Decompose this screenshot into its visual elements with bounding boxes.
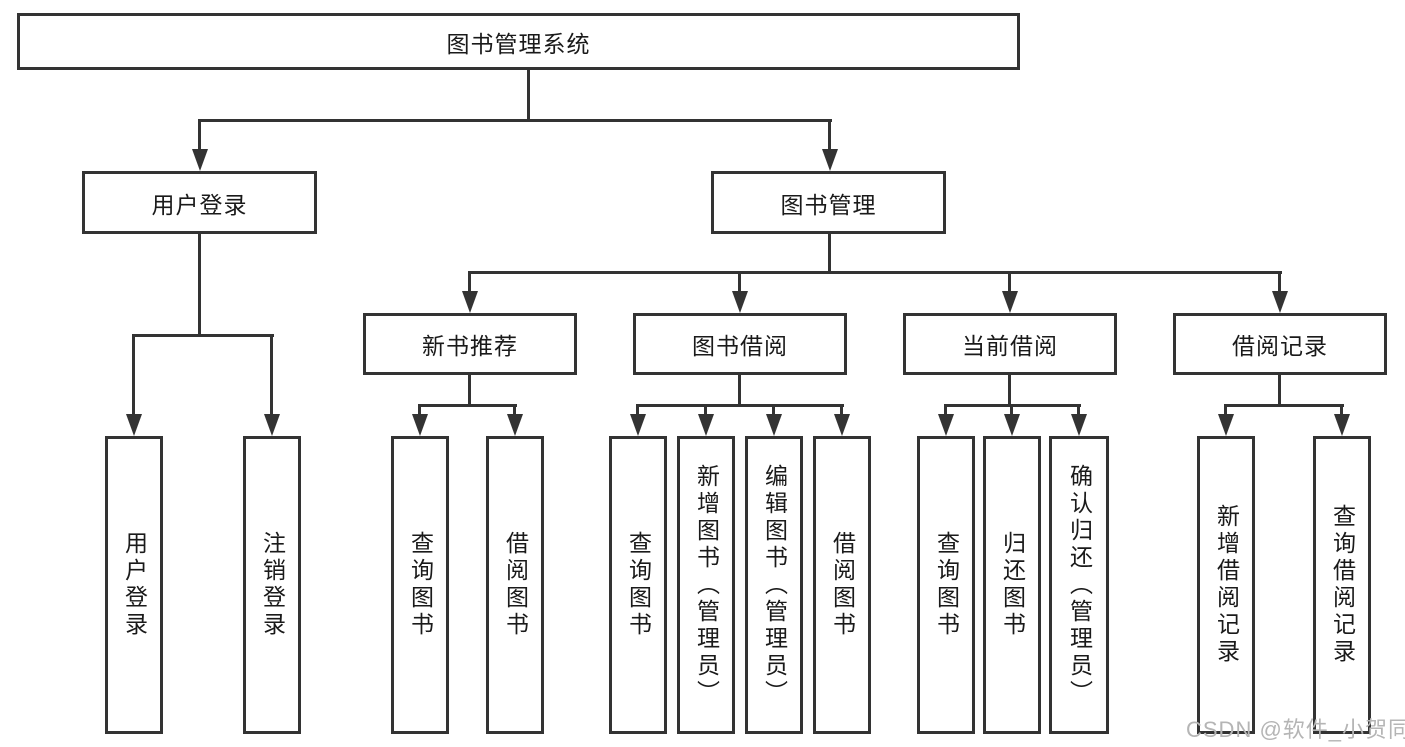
connector-line [944, 404, 947, 418]
leaf-query-book-borrow: 查询图书 [609, 436, 667, 734]
arrowhead-down-icon [1071, 414, 1087, 436]
connector-line [1224, 404, 1227, 418]
leaf-borrow-book: 借阅图书 [813, 436, 871, 734]
node-label: 用户登录 [151, 191, 248, 218]
connector-line [468, 271, 471, 293]
node-label: 注销登录 [259, 531, 286, 639]
arrowhead-down-icon [1334, 414, 1350, 436]
connector-line [1008, 271, 1011, 293]
node-label: 用户登录 [121, 531, 148, 639]
node-book-management: 图书管理 [711, 171, 946, 234]
connector-line [1008, 375, 1011, 407]
arrowhead-down-icon [1218, 414, 1234, 436]
arrowhead-down-icon [507, 414, 523, 436]
node-label: 新增借阅记录 [1213, 504, 1240, 666]
node-label: 图书管理系统 [446, 30, 591, 57]
connector-line [738, 271, 741, 293]
connector-line [132, 334, 135, 418]
node-label: 查询借阅记录 [1329, 504, 1356, 666]
arrowhead-down-icon [1002, 291, 1018, 313]
connector-line [828, 234, 831, 274]
arrowhead-down-icon [192, 149, 208, 171]
connector-line [738, 375, 741, 407]
connector-line [418, 404, 517, 407]
leaf-query-book-current: 查询图书 [917, 436, 975, 734]
connector-line [1010, 404, 1013, 418]
node-label: 图书管理 [780, 191, 877, 218]
node-label: 新增图书（管理员） [693, 463, 720, 707]
connector-line [198, 119, 832, 122]
node-label: 查询图书 [625, 531, 652, 639]
connector-line [1224, 404, 1344, 407]
leaf-return-book: 归还图书 [983, 436, 1041, 734]
arrowhead-down-icon [698, 414, 714, 436]
connector-line [1340, 404, 1343, 418]
connector-line [527, 67, 530, 122]
node-label: 新书推荐 [422, 333, 518, 359]
node-label: 编辑图书（管理员） [761, 463, 788, 707]
node-label: 借阅记录 [1232, 333, 1328, 359]
node-book-borrow: 图书借阅 [633, 313, 847, 375]
connector-line [704, 404, 707, 418]
connector-line [132, 334, 274, 337]
connector-line [270, 334, 273, 418]
arrowhead-down-icon [1272, 291, 1288, 313]
node-label: 查询图书 [933, 531, 960, 639]
connector-line [1278, 271, 1281, 293]
node-label: 借阅图书 [829, 531, 856, 639]
leaf-edit-book-admin: 编辑图书（管理员） [745, 436, 803, 734]
leaf-user-login: 用户登录 [105, 436, 163, 734]
node-label: 归还图书 [999, 531, 1026, 639]
leaf-add-book-admin: 新增图书（管理员） [677, 436, 735, 734]
node-label: 当前借阅 [962, 333, 1058, 359]
leaf-query-book-newbook: 查询图书 [391, 436, 449, 734]
leaf-query-borrow-record: 查询借阅记录 [1313, 436, 1371, 734]
node-current-borrow: 当前借阅 [903, 313, 1117, 375]
arrowhead-down-icon [630, 414, 646, 436]
leaf-borrow-book-newbook: 借阅图书 [486, 436, 544, 734]
arrowhead-down-icon [834, 414, 850, 436]
connector-line [1278, 375, 1281, 407]
node-new-book-recommend: 新书推荐 [363, 313, 577, 375]
connector-line [1077, 404, 1080, 418]
connector-line [418, 404, 421, 418]
node-root-system: 图书管理系统 [17, 13, 1020, 70]
leaf-confirm-return-admin: 确认归还（管理员） [1049, 436, 1109, 734]
node-label: 确认归还（管理员） [1066, 463, 1093, 707]
leaf-add-borrow-record: 新增借阅记录 [1197, 436, 1255, 734]
node-label: 借阅图书 [502, 531, 529, 639]
connector-line [636, 404, 844, 407]
arrowhead-down-icon [1004, 414, 1020, 436]
connector-line [513, 404, 516, 418]
arrowhead-down-icon [938, 414, 954, 436]
connector-line [828, 119, 831, 153]
arrowhead-down-icon [732, 291, 748, 313]
arrowhead-down-icon [264, 414, 280, 436]
leaf-logout: 注销登录 [243, 436, 301, 734]
connector-line [840, 404, 843, 418]
arrowhead-down-icon [412, 414, 428, 436]
node-label: 查询图书 [407, 531, 434, 639]
arrowhead-down-icon [462, 291, 478, 313]
connector-line [772, 404, 775, 418]
node-user-login: 用户登录 [82, 171, 317, 234]
arrowhead-down-icon [822, 149, 838, 171]
connector-line [468, 271, 1282, 274]
csdn-watermark: CSDN @软件_小贺同学 [1186, 717, 1405, 742]
connector-line [468, 375, 471, 407]
connector-line [198, 234, 201, 337]
arrowhead-down-icon [126, 414, 142, 436]
connector-line [198, 119, 201, 153]
connector-line [636, 404, 639, 418]
arrowhead-down-icon [766, 414, 782, 436]
node-borrow-record: 借阅记录 [1173, 313, 1387, 375]
node-label: 图书借阅 [692, 333, 788, 359]
